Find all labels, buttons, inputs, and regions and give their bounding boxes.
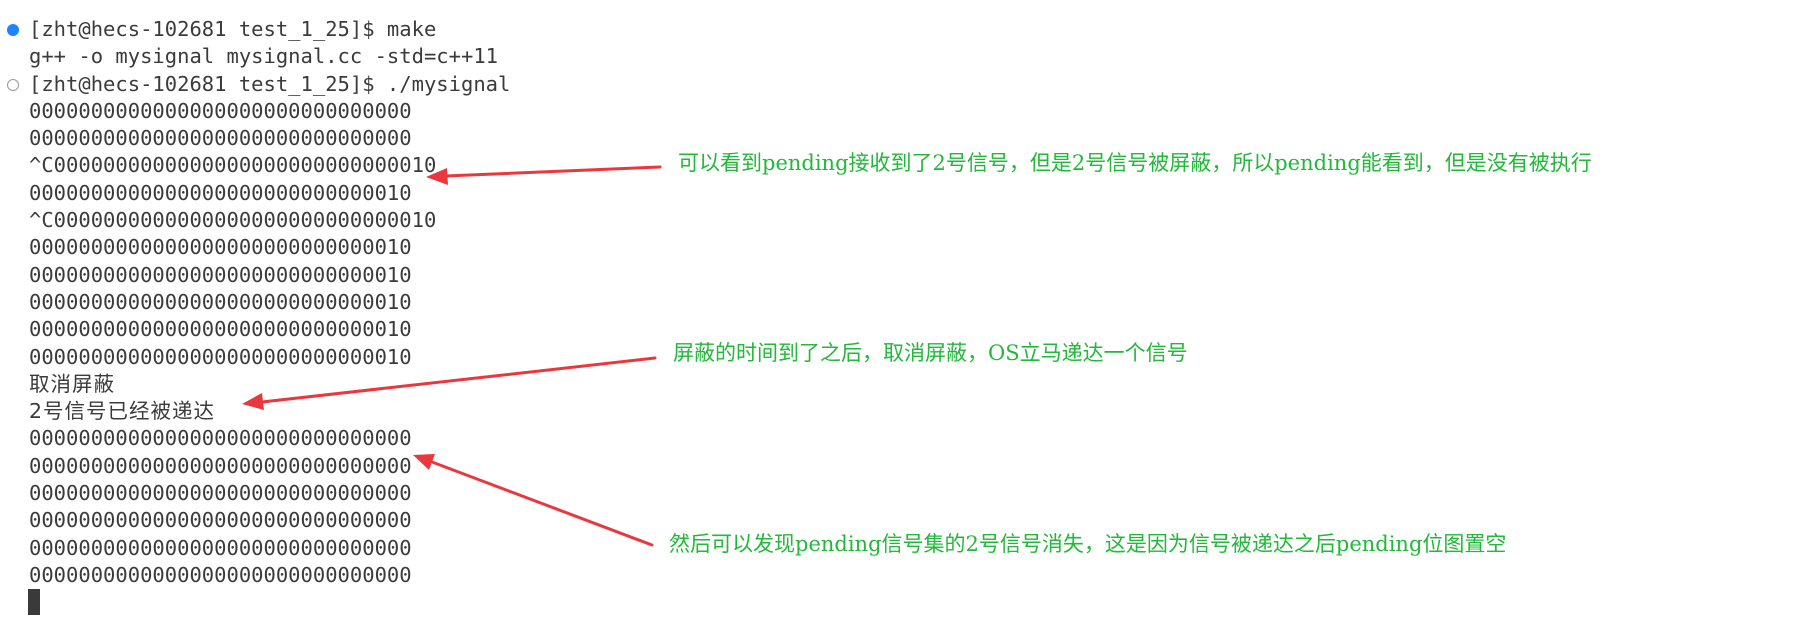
terminal-line: 0000000000000000000000000000010 xyxy=(0,316,1810,343)
terminal-line-text: 0000000000000000000000000000000 xyxy=(29,481,412,506)
command-status-dot-icon[interactable] xyxy=(7,24,19,36)
terminal-line-text: 0000000000000000000000000000000 xyxy=(29,535,412,560)
terminal-line-text: [zht@hecs-102681 test_1_25]$ ./mysignal xyxy=(29,71,511,96)
terminal-line-text: 0000000000000000000000000000010 xyxy=(29,289,412,314)
terminal-line: g++ -o mysignal mysignal.cc -std=c++11 xyxy=(0,43,1810,70)
arrow-to-cleared-line xyxy=(413,454,654,547)
annotation-unblock-delivered: 屏蔽的时间到了之后，取消屏蔽，OS立马递达一个信号 xyxy=(673,341,1188,365)
terminal-line-text: 0000000000000000000000000000010 xyxy=(29,262,412,287)
terminal-line: 0000000000000000000000000000010 xyxy=(0,180,1810,207)
terminal-line: 取消屏蔽 xyxy=(0,371,1810,398)
terminal-line: 2号信号已经被递达 xyxy=(0,398,1810,425)
terminal-line-text: 0000000000000000000000000000010 xyxy=(29,344,412,369)
arrow-to-delivered-line xyxy=(242,356,657,410)
terminal-line-text: 取消屏蔽 xyxy=(29,371,115,396)
terminal-line-text: ^C0000000000000000000000000000010 xyxy=(29,153,437,178)
terminal-line: 0000000000000000000000000000010 xyxy=(0,262,1810,289)
terminal-line: ^C0000000000000000000000000000010 xyxy=(0,207,1810,234)
terminal-line: 0000000000000000000000000000010 xyxy=(0,289,1810,316)
terminal-line: 0000000000000000000000000000010 xyxy=(0,234,1810,261)
annotation-pending-received: 可以看到pending接收到了2号信号，但是2号信号被屏蔽，所以pending能… xyxy=(678,151,1592,175)
terminal-line: 0000000000000000000000000000000 xyxy=(0,507,1810,534)
terminal-line: 0000000000000000000000000000000 xyxy=(0,125,1810,152)
terminal-line: 0000000000000000000000000000000 xyxy=(0,98,1810,125)
terminal-line-text: 0000000000000000000000000000000 xyxy=(29,98,412,123)
arrow-to-pending-line xyxy=(426,165,662,185)
terminal-line-text: 0000000000000000000000000000000 xyxy=(29,508,412,533)
terminal-line: 0000000000000000000000000000000 xyxy=(0,453,1810,480)
terminal-line-text: 0000000000000000000000000000000 xyxy=(29,126,412,151)
terminal-line: 0000000000000000000000000000000 xyxy=(0,480,1810,507)
terminal-line-text: 0000000000000000000000000000000 xyxy=(29,453,412,478)
terminal-cursor xyxy=(28,589,40,615)
terminal-line: [zht@hecs-102681 test_1_25]$ make xyxy=(0,16,1810,43)
terminal-line: ^C0000000000000000000000000000010 xyxy=(0,152,1810,179)
terminal-line-text: 0000000000000000000000000000000 xyxy=(29,426,412,451)
terminal-line-text: [zht@hecs-102681 test_1_25]$ make xyxy=(29,17,437,41)
terminal-line-text: 0000000000000000000000000000010 xyxy=(29,317,412,342)
terminal-line: 0000000000000000000000000000000 xyxy=(0,425,1810,452)
terminal-line-text: ^C0000000000000000000000000000010 xyxy=(29,208,437,233)
terminal-output: [zht@hecs-102681 test_1_25]$ make g++ -o … xyxy=(0,16,1810,589)
terminal-line-text: 0000000000000000000000000000010 xyxy=(29,235,412,260)
terminal-line-text: 0000000000000000000000000000000 xyxy=(29,562,412,587)
command-running-dot-icon[interactable] xyxy=(7,78,19,91)
terminal-line: 0000000000000000000000000000010 xyxy=(0,344,1810,371)
terminal-line-text: 2号信号已经被递达 xyxy=(29,399,216,424)
terminal-line: [zht@hecs-102681 test_1_25]$ ./mysignal xyxy=(0,71,1810,98)
terminal-line-text: g++ -o mysignal mysignal.cc -std=c++11 xyxy=(29,44,498,69)
terminal-line: 0000000000000000000000000000000 xyxy=(0,562,1810,589)
annotation-pending-cleared: 然后可以发现pending信号集的2号信号消失，这是因为信号被递达之后pendi… xyxy=(669,532,1507,556)
terminal-line: 0000000000000000000000000000000 xyxy=(0,535,1810,562)
terminal-line-text: 0000000000000000000000000000010 xyxy=(29,180,412,205)
